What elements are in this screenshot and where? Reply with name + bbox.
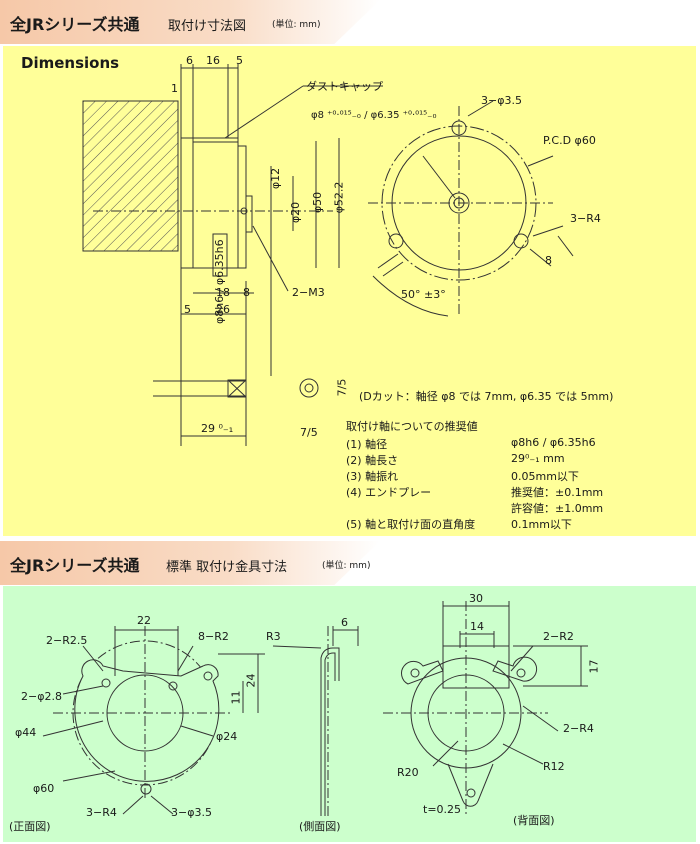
- front-caption: (正面図): [9, 820, 51, 833]
- dim-29: 29 ⁰₋₁: [201, 422, 234, 435]
- header-ribbon: [0, 541, 380, 585]
- recommended-value: 0.05mm以下: [511, 470, 579, 483]
- dim-16: 16: [206, 54, 220, 67]
- recommended-item: (5) 軸と取付け面の直角度: [346, 518, 476, 531]
- section1-header: 全JRシリーズ共通 取付け寸法図 (単位: mm): [0, 0, 700, 44]
- back-r20: R20: [397, 766, 419, 779]
- dim-6: 6: [186, 54, 193, 67]
- back-r2: 2−R2: [543, 630, 574, 643]
- dimensions-heading: Dimensions: [21, 54, 120, 72]
- front-phi35: 3−φ3.5: [171, 806, 212, 819]
- m3-label: 2−M3: [292, 286, 325, 299]
- front-phi24: φ24: [216, 730, 238, 743]
- pcd-label: P.C.D φ60: [543, 134, 596, 147]
- front-phi60: φ60: [33, 782, 55, 795]
- dim-7-5-vertical: 7/5: [335, 378, 349, 397]
- dim-8-right: 8: [545, 254, 552, 267]
- section2-unit: (単位: mm): [322, 561, 371, 571]
- recommended-value: 0.1mm以下: [511, 518, 572, 531]
- section2-header: 全JRシリーズ共通 標準 取付け金具寸法 (単位: mm): [0, 541, 700, 585]
- bracket-panel: 22 2−R2.5 8−R2 2−φ2.8 φ44 24 11 φ24 φ60 …: [3, 586, 696, 842]
- section2-subtitle: 標準 取付け金具寸法: [166, 560, 288, 575]
- shaft-tolerance-label: φ8 ⁺⁰·⁰¹⁵₋₀ / φ6.35 ⁺⁰·⁰¹⁵₋₀: [311, 110, 437, 121]
- side-dim-6: 6: [341, 616, 348, 629]
- dim-phi52: φ52.2: [332, 181, 346, 214]
- dust-cap-label: ダストキャップ: [306, 80, 383, 93]
- back-dim-14: 14: [470, 620, 484, 633]
- front-dim-24: 24: [244, 673, 258, 688]
- recommended-value: 推奨値：±0.1mm: [511, 486, 604, 499]
- back-thickness: t=0.25: [423, 803, 462, 816]
- recommended-value: φ8h6 / φ6.35h6: [511, 436, 596, 449]
- dimensions-panel: Dimensions: [3, 46, 696, 536]
- recommended-item: (4) エンドプレー: [346, 486, 432, 499]
- angle-label: 50° ±3°: [401, 288, 446, 301]
- front-r4: 3−R4: [86, 806, 117, 819]
- dim-26: 26: [216, 303, 230, 316]
- recommended-item: (3) 軸振れ: [346, 470, 399, 483]
- header-ribbon: [0, 0, 380, 44]
- back-r12: R12: [543, 760, 565, 773]
- front-dim-22: 22: [137, 614, 151, 627]
- front-dim-11: 11: [229, 690, 243, 705]
- section1-title: 全JRシリーズ共通: [10, 15, 140, 34]
- dim-phi12: φ12: [269, 167, 283, 190]
- dim-8: 8: [243, 286, 250, 299]
- recommended-item: (2) 軸長さ: [346, 454, 399, 467]
- dim-phi50: φ50: [311, 191, 325, 214]
- dim-5b: 5: [184, 303, 191, 316]
- side-r3: R3: [266, 630, 281, 643]
- recommended-value: 29⁰₋₁ mm: [511, 452, 565, 465]
- front-phi28: 2−φ2.8: [21, 690, 62, 703]
- recommended-value: 許容値：±1.0mm: [511, 502, 604, 515]
- dim-1: 1: [171, 82, 178, 95]
- recommended-item: (1) 軸径: [346, 438, 388, 451]
- holes-label: 3−φ3.5: [481, 94, 522, 107]
- dim-7-5-horizontal: 7/5: [300, 426, 318, 439]
- section2-title: 全JRシリーズ共通: [10, 556, 140, 575]
- back-caption: (背面図): [513, 814, 555, 827]
- shaft-h6-label: φ8h6 / φ6.35h6: [213, 239, 226, 324]
- back-dim-30: 30: [469, 592, 483, 605]
- section1-unit: (単位: mm): [272, 20, 321, 30]
- front-r2: 8−R2: [198, 630, 229, 643]
- side-caption: (側面図): [299, 820, 341, 833]
- r4-label: 3−R4: [570, 212, 601, 225]
- dim-phi20: φ20: [289, 201, 303, 224]
- front-r25: 2−R2.5: [46, 634, 88, 647]
- recommended-title: 取付け軸についての推奨値: [346, 420, 478, 433]
- mounting-panel-hatch: [82, 100, 179, 252]
- dimensions-drawing: [82, 64, 574, 446]
- bracket-drawing: [42, 601, 588, 818]
- back-r4: 2−R4: [563, 722, 594, 735]
- back-dim-17: 17: [587, 659, 601, 674]
- section1-subtitle: 取付け寸法図: [168, 19, 247, 34]
- dcut-note: (Dカット：軸径 φ8 では 7mm, φ6.35 では 5mm): [359, 390, 614, 403]
- front-phi44: φ44: [15, 726, 37, 739]
- dim-18: 18: [216, 286, 230, 299]
- dim-5: 5: [236, 54, 243, 67]
